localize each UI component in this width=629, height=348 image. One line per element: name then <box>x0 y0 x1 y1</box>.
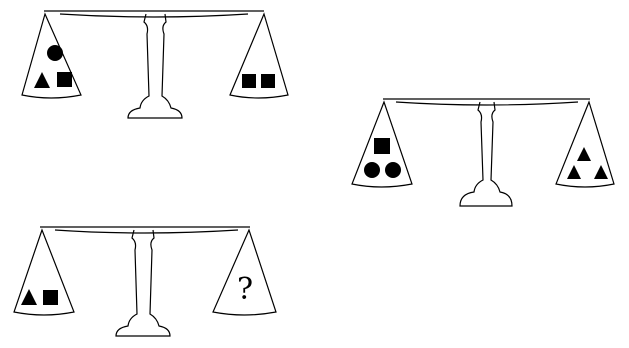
square-shape <box>57 72 72 87</box>
scale-stand <box>44 11 264 118</box>
balance-scale-3: ? <box>14 227 276 336</box>
left-pan <box>352 102 412 187</box>
triangle-shape <box>567 165 581 179</box>
circle-shape <box>385 162 401 178</box>
right-pan <box>556 102 614 187</box>
circle-shape <box>364 162 380 178</box>
right-pan: ? <box>213 230 276 315</box>
square-shape <box>374 138 390 154</box>
scale-stand <box>40 227 250 336</box>
left-pan <box>14 230 74 315</box>
left-pan <box>22 14 81 98</box>
balance-scale-1 <box>22 11 288 118</box>
circle-shape <box>47 45 63 61</box>
triangle-shape <box>594 165 608 179</box>
triangle-shape <box>577 147 591 161</box>
scale-stand <box>383 99 590 206</box>
square-shape <box>43 290 58 305</box>
square-shape <box>242 74 256 88</box>
balance-scale-2 <box>352 99 614 206</box>
triangle-shape <box>21 289 37 305</box>
triangle-shape <box>34 72 50 88</box>
square-shape <box>261 74 275 88</box>
unknown-weight-question-mark: ? <box>237 272 253 307</box>
right-pan <box>230 14 288 98</box>
